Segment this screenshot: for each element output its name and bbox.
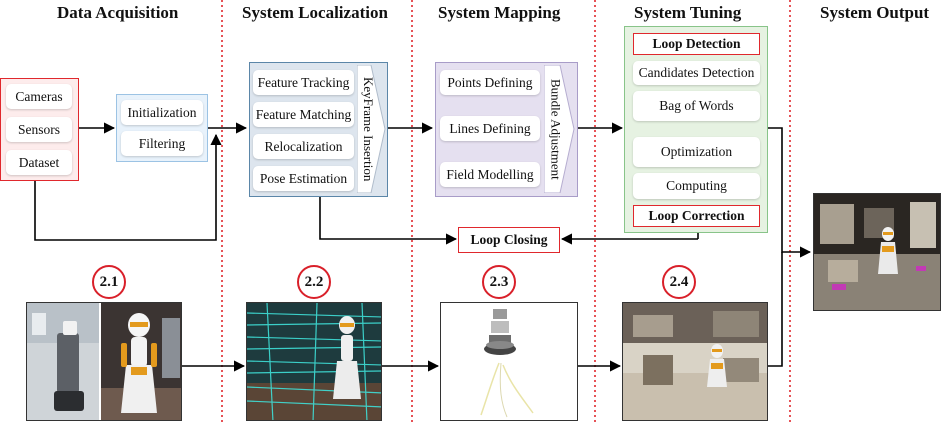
- loc-relocalization: Relocalization: [253, 134, 354, 159]
- tuning-box: [624, 26, 768, 233]
- loop-correction-label: Loop Correction: [633, 205, 760, 227]
- robot-photo-pair: [26, 302, 182, 421]
- title-system-tuning: System Tuning: [634, 3, 742, 22]
- loc-pose-estimation: Pose Estimation: [253, 166, 354, 191]
- arrow-pose-to-loop-closing: [319, 197, 458, 245]
- map-lines-defining: Lines Defining: [440, 116, 540, 141]
- title-data-acquisition: Data Acquisition: [57, 3, 179, 22]
- localization-feature-drawing: [247, 303, 381, 420]
- step-badge-2-2: 2.2: [297, 265, 331, 299]
- step-badge-2-1: 2.1: [92, 265, 126, 299]
- map-points-defining: Points Defining: [440, 70, 540, 95]
- localization-feature-view: [246, 302, 382, 421]
- arrow-dataset-bypass: [34, 133, 222, 241]
- bundle-adjustment-label: Bundle Adjustment: [548, 78, 564, 180]
- title-system-localization: System Localization: [242, 3, 388, 22]
- system-output-map-drawing: [814, 194, 940, 310]
- mapping-point-cloud-drawing: [441, 303, 577, 420]
- tun-computing: Computing: [633, 173, 760, 199]
- input-dataset: Dataset: [6, 150, 72, 175]
- tun-optimization: Optimization: [633, 137, 760, 167]
- step-badge-2-3: 2.3: [482, 265, 516, 299]
- step-initialization: Initialization: [121, 100, 203, 125]
- column-separators: [221, 0, 791, 424]
- robot-photo-drawing: [27, 303, 181, 420]
- loop-detection-label: Loop Detection: [633, 33, 760, 55]
- tuning-dense-map-view: [622, 302, 768, 421]
- tun-bag-of-words: Bag of Words: [633, 91, 760, 121]
- title-system-mapping: System Mapping: [438, 3, 561, 22]
- system-output-map-view: [813, 193, 941, 311]
- connector-img4-to-output: [768, 252, 783, 367]
- loc-feature-matching: Feature Matching: [253, 102, 354, 127]
- arrow-tuning-to-output: [768, 127, 812, 258]
- tuning-dense-map-drawing: [623, 303, 767, 420]
- step-filtering: Filtering: [121, 131, 203, 156]
- tun-candidates-detection: Candidates Detection: [633, 61, 760, 85]
- keyframe-insertion-arrow: [357, 65, 386, 193]
- mapping-point-cloud-view: [440, 302, 578, 421]
- title-system-output: System Output: [820, 3, 930, 22]
- step-badge-2-4: 2.4: [662, 265, 696, 299]
- input-cameras: Cameras: [6, 84, 72, 109]
- bundle-adjustment-arrow: [544, 65, 575, 193]
- map-field-modelling: Field Modelling: [440, 162, 540, 187]
- loop-closing-box: Loop Closing: [458, 227, 560, 253]
- input-sensors: Sensors: [6, 117, 72, 142]
- loc-feature-tracking: Feature Tracking: [253, 70, 354, 95]
- keyframe-insertion-label: KeyFrame Insertion: [361, 76, 376, 182]
